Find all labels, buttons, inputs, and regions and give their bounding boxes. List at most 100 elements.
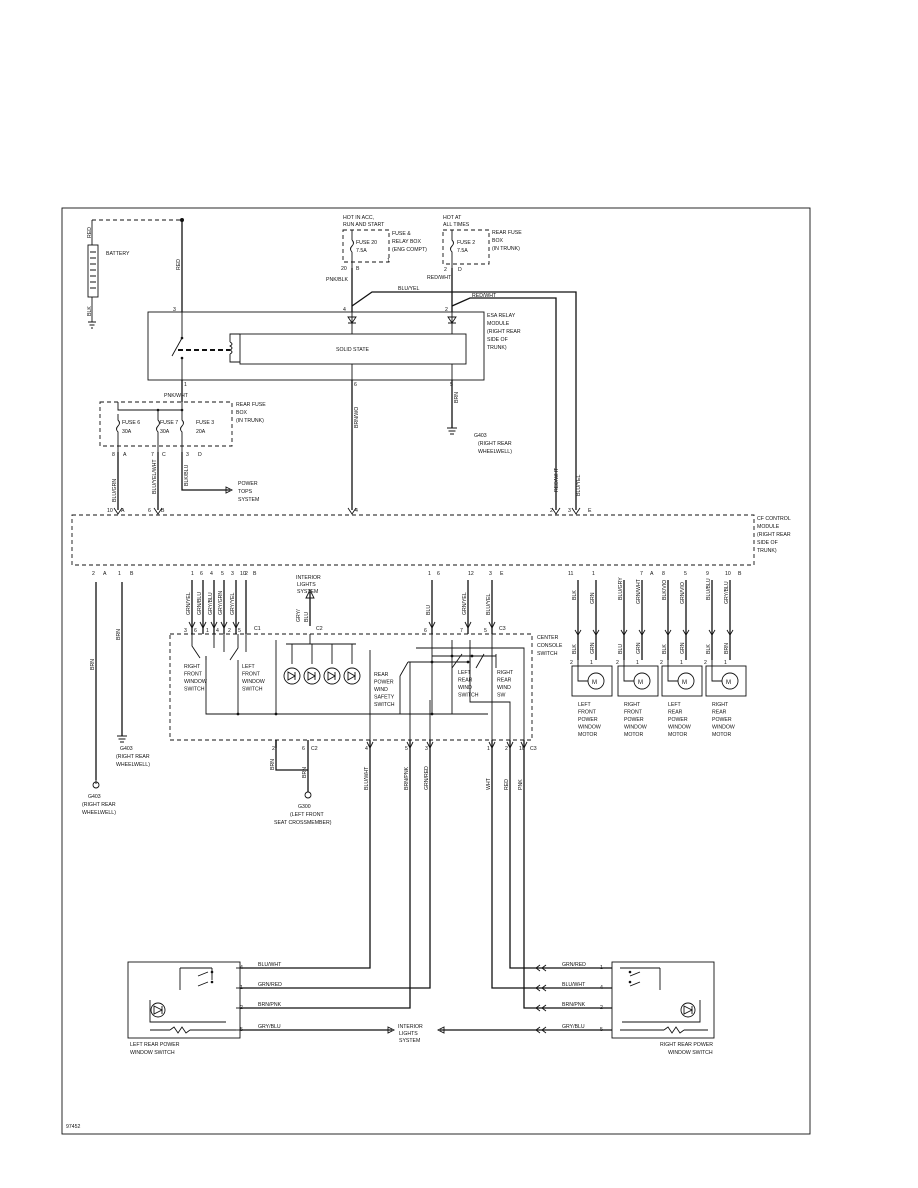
battery-label: BATTERY [106, 251, 130, 257]
esa-name-2: MODULE [487, 321, 510, 327]
console-bottom-wire-label: BLU/WHT [364, 766, 370, 790]
motor-name: POWER [578, 717, 598, 723]
motor-name: FRONT [578, 710, 597, 716]
motor-bot-wire-b: GRN [680, 642, 686, 654]
solid-state-label: SOLID STATE [336, 347, 369, 353]
connector-mark [210, 621, 218, 630]
motor-wire [623, 580, 643, 660]
esa-name-5: TRUNK) [487, 345, 507, 351]
connector-mark [708, 629, 734, 636]
connector-mark [535, 964, 547, 972]
int-lights-wire2: BLU [304, 612, 310, 622]
motor-top-wire-a: BLU/GRY [618, 577, 624, 600]
rr-wire-label: GRY/BLU [562, 1024, 585, 1030]
rr-pin: 2 [600, 1005, 603, 1011]
motor-name: WINDOW [578, 725, 601, 731]
int-lights-3: SYSTEM [297, 589, 318, 595]
connector-mark [535, 984, 547, 992]
motor-name: POWER [712, 717, 732, 723]
console-pin: 5 [238, 628, 241, 634]
motor-name: LEFT [668, 702, 682, 708]
console-bottom-pin: 1 [487, 746, 490, 752]
console-bottom-pin: 6 [302, 746, 305, 752]
console-pin: 3 [184, 628, 187, 634]
red-wht-mid-wire: RED/WHT [554, 467, 560, 492]
cf-pin-6: 6 [148, 508, 151, 514]
rfm-pin-d: D [198, 452, 202, 458]
g300-3: SEAT CROSSMEMBER) [274, 820, 332, 826]
console-bottom-pin: 2 [505, 746, 508, 752]
lamp-icon [343, 667, 361, 685]
rfm-pin-8: 8 [112, 452, 115, 458]
motor-m-label: M [638, 680, 643, 686]
motor-lead [623, 660, 634, 682]
console-pin: 4 [216, 628, 219, 634]
switch-label: REAR [374, 672, 389, 678]
console-top-wire-label: GRN/BLU [197, 592, 203, 615]
connector-mark [620, 629, 646, 636]
console-bottom-pin: 10 [519, 746, 525, 752]
motor-pin: 1 [724, 660, 727, 666]
pnk-blk-wire: PNK/BLK [326, 277, 348, 283]
blk-blu-wire: BLK/BLU [184, 464, 190, 486]
cf-bottom-pin: B [253, 571, 257, 577]
esa-name-4: SIDE OF [487, 337, 508, 343]
motor-name: MOTOR [578, 732, 597, 738]
led-icon [307, 671, 316, 681]
connector-mark [188, 621, 196, 630]
switch-label: WIND [458, 685, 472, 691]
console-c3-bot: C3 [530, 746, 537, 752]
motor-pin: 2 [570, 660, 573, 666]
fuse-3: FUSE 3 [196, 420, 214, 426]
cf-bottom-pin: 1 [191, 571, 194, 577]
rear-fuse-mid-name-1: REAR FUSE [236, 402, 266, 408]
brn-wire: BRN [454, 392, 460, 403]
cf-bottom-pin: E [500, 571, 504, 577]
rear-fuse-box-mid: FUSE 6 30A FUSE 7 30A FUSE 3 20A REAR FU… [99, 401, 266, 458]
lr-wire-label: GRN/RED [258, 982, 282, 988]
cf-control-module: CF CONTROL MODULE (RIGHT REAR SIDE OF TR… [71, 507, 791, 566]
console-top-wire-label: GRN/YEL [186, 592, 192, 615]
console-bottom-pin: 3 [425, 746, 428, 752]
console-pin: 1 [206, 628, 209, 634]
lamp-bus [286, 634, 356, 645]
cf-bottom-pin: B [738, 571, 742, 577]
hot-always-1: HOT AT [443, 215, 462, 221]
motor-top-wire-a: BLK [572, 590, 578, 600]
rr-switch-label-1: RIGHT REAR POWER [660, 1042, 713, 1048]
fuse-2-rating: 7.5A [457, 248, 468, 254]
arrow-icon [436, 1026, 445, 1034]
cf-bottom-pin: B [130, 571, 134, 577]
int-lights-2: LIGHTS [297, 582, 316, 588]
console-bottom-wire-label: BRN/PNK [404, 766, 410, 790]
led-icon [327, 671, 336, 681]
cf-bottom-pin: 5 [684, 571, 687, 577]
int-lights-1: INTERIOR [296, 575, 321, 581]
cf-bottom-pin: 1 [118, 571, 121, 577]
esa-pin-4: 4 [343, 307, 346, 313]
pnk-wht-wire: PNK/WHT [164, 393, 189, 399]
cf-bottom-pin: 4 [210, 571, 213, 577]
motor-wire [711, 580, 731, 660]
rfm-pin-c: C [162, 452, 166, 458]
motor-box [571, 665, 613, 697]
cf-bottom-pin: 5 [221, 571, 224, 577]
motor-bot-wire-a: BLU [618, 644, 624, 654]
motor-name: POWER [668, 717, 688, 723]
switch-label: WINDOW [242, 679, 265, 685]
motor-top-wire-b: GRN/VIO [680, 582, 686, 604]
battery-neg-wire: BLK [87, 306, 93, 316]
hot-acc-label: HOT IN ACC, [343, 215, 374, 221]
connector-mark [488, 621, 496, 630]
cf-pin-e: E [588, 508, 592, 514]
fuse-20-rating: 7.5A [356, 248, 367, 254]
switch-label: REAR [497, 678, 512, 684]
motor-name: REAR [712, 710, 727, 716]
led-icon [347, 671, 356, 681]
g403-top-2: (RIGHT REAR [478, 441, 512, 447]
motor-name: FRONT [624, 710, 643, 716]
rr-pin: 5 [600, 1027, 603, 1033]
g403-mid-1: G403 [120, 746, 133, 752]
rear-fuse-mid-name-3: (IN TRUNK) [236, 418, 264, 424]
